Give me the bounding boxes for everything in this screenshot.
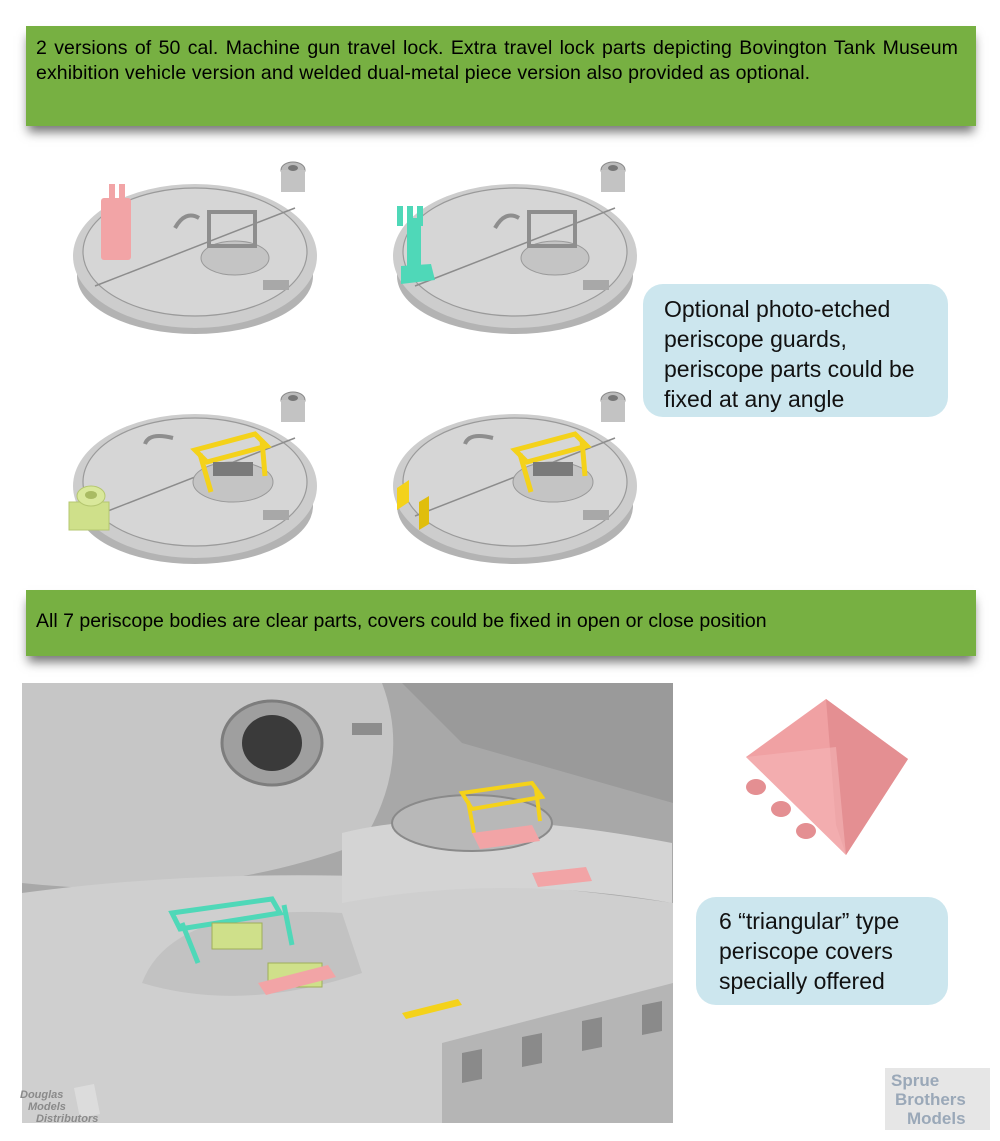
- triangular-periscope-cover: [746, 699, 908, 855]
- sprue-watermark-line3: Models: [907, 1109, 966, 1128]
- douglas-watermark-line2: Models: [28, 1101, 66, 1113]
- travel-lock-banner: 2 versions of 50 cal. Machine gun travel…: [26, 26, 976, 126]
- douglas-models-watermark: Douglas Models Distributors: [20, 1084, 100, 1125]
- periscope-guards-callout: Optional photo-etched periscope guards, …: [643, 284, 948, 417]
- hatch-illustration-yellow-guard-brackets: [393, 391, 637, 564]
- hatch-illustration-teal-lock: [393, 161, 637, 334]
- hatch-illustration-pink-lock: [73, 161, 317, 334]
- triangular-covers-callout: 6 “triangular” type periscope covers spe…: [696, 897, 948, 1005]
- douglas-watermark-line1: Douglas: [20, 1089, 63, 1101]
- sprue-watermark-line2: Brothers: [895, 1090, 966, 1109]
- hatch-illustration-yellow-guard-green-part: [68, 391, 317, 564]
- sprue-watermark-line1: Sprue: [891, 1071, 939, 1090]
- sprue-brothers-watermark: Sprue Brothers Models: [885, 1068, 990, 1130]
- douglas-watermark-line3: Distributors: [36, 1113, 98, 1125]
- periscope-bodies-banner: All 7 periscope bodies are clear parts, …: [26, 590, 976, 656]
- hull-periscope-render: [22, 683, 673, 1123]
